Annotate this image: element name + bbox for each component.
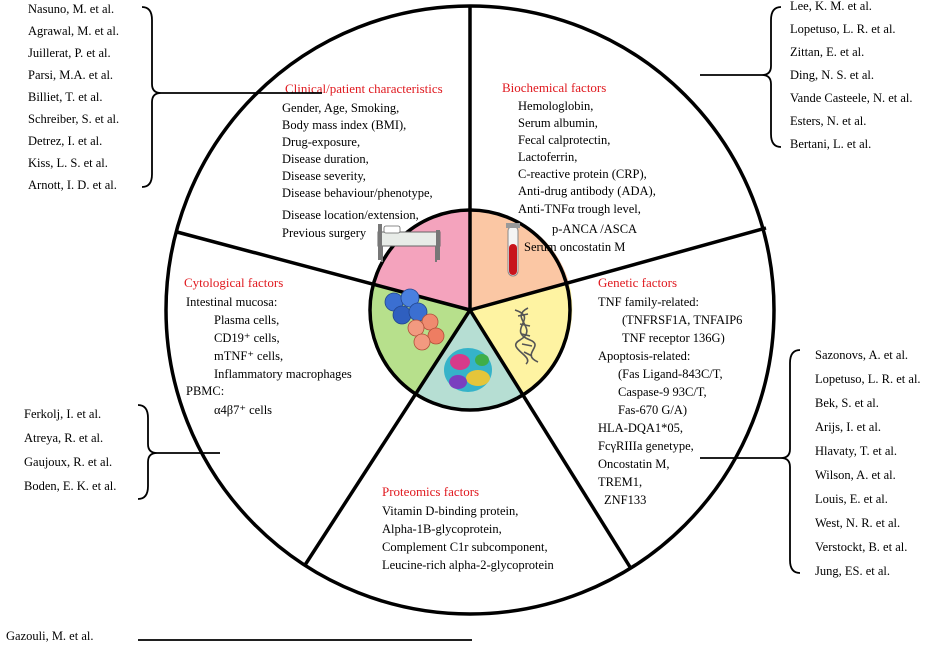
sector-item: C-reactive protein (CRP), (518, 167, 647, 181)
reference-entry: Juillerat, P. et al. (28, 46, 111, 60)
sector-title-clinical: Clinical/patient characteristics (285, 81, 443, 96)
refs-clinical: Nasuno, M. et al. Agrawal, M. et al. Jui… (28, 2, 119, 192)
ref-brackets (137, 6, 801, 641)
sector-item: α4β7⁺ cells (214, 403, 272, 417)
sector-item: PBMC: (186, 384, 224, 398)
sector-item: Inflammatory macrophages (214, 367, 352, 381)
sector-genetic: Genetic factors TNF family-related: (TNF… (598, 275, 742, 507)
reference-entry: Ferkolj, I. et al. (24, 407, 101, 421)
reference-entry: Verstockt, B. et al. (815, 540, 907, 554)
dna-helix-icon (514, 307, 539, 365)
reference-entry: Agrawal, M. et al. (28, 24, 119, 38)
sector-clinical: Clinical/patient characteristics Gender,… (282, 81, 443, 240)
sector-item: Hemologlobin, (518, 99, 593, 113)
sector-item: Caspase-9 93C/T, (618, 385, 707, 399)
sector-dividers (176, 6, 767, 568)
refs-biochemical: Lee, K. M. et al. Lopetuso, L. R. et al.… (790, 0, 913, 151)
sector-item: Serum oncostatin M (524, 240, 625, 254)
sector-title-genetic: Genetic factors (598, 275, 677, 290)
sector-item: (Fas Ligand-843C/T, (618, 367, 723, 381)
reference-entry: Lopetuso, L. R. et al. (790, 22, 896, 36)
sector-item: Disease behaviour/phenotype, (282, 186, 433, 200)
reference-entry: Vande Casteele, N. et al. (790, 91, 913, 105)
blood-tube-icon (506, 223, 520, 277)
reference-entry: Louis, E. et al. (815, 492, 888, 506)
sector-item: mTNF⁺ cells, (214, 349, 283, 363)
sector-item: CD19⁺ cells, (214, 331, 280, 345)
sector-item: Complement C1r subcomponent, (382, 540, 548, 554)
reference-entry: Gaujoux, R. et al. (24, 455, 112, 469)
sector-item: Plasma cells, (214, 313, 279, 327)
reference-entry: Nasuno, M. et al. (28, 2, 114, 16)
sector-item: Alpha-1B-glycoprotein, (382, 522, 502, 536)
sector-item: ZNF133 (604, 493, 646, 507)
refs-cytological: Ferkolj, I. et al. Atreya, R. et al. Gau… (24, 407, 116, 493)
reference-entry: Billiet, T. et al. (28, 90, 103, 104)
reference-entry: Boden, E. K. et al. (24, 479, 116, 493)
inner-sector-biochemical (470, 209, 569, 310)
sector-item: Anti-TNFα trough level, (518, 202, 641, 216)
sector-item: HLA-DQA1*05, (598, 421, 683, 435)
reference-entry: Esters, N. et al. (790, 114, 866, 128)
sector-item: Gender, Age, Smoking, (282, 101, 399, 115)
sector-item: Fecal calprotectin, (518, 133, 610, 147)
inner-ring (368, 208, 572, 412)
reference-entry: Arnott, I. D. et al. (28, 178, 117, 192)
reference-entry: Jung, ES. et al. (815, 564, 890, 578)
hospital-bed-icon (377, 224, 441, 262)
reference-entry: Atreya, R. et al. (24, 431, 103, 445)
sector-item: Intestinal mucosa: (186, 295, 277, 309)
reference-entry: Bek, S. et al. (815, 396, 879, 410)
sector-item: p-ANCA /ASCA (552, 222, 637, 236)
sector-item: FcγRIIIa genetype, (598, 439, 694, 453)
sector-item: TREM1, (598, 475, 642, 489)
sector-item: Disease severity, (282, 169, 366, 183)
sector-title-biochemical: Biochemical factors (502, 80, 606, 95)
protein-structure-icon (444, 348, 492, 392)
sector-item: Lactoferrin, (518, 150, 577, 164)
cell-cluster-icon (384, 288, 445, 351)
sector-item: Disease location/extension, (282, 208, 419, 222)
reference-entry: Arijs, I. et al. (815, 420, 881, 434)
sector-item: (TNFRSF1A, TNFAIP6 (622, 313, 742, 327)
reference-entry: Sazonovs, A. et al. (815, 348, 908, 362)
reference-entry-proteomics: Gazouli, M. et al. (6, 629, 93, 643)
sector-item: Vitamin D-binding protein, (382, 504, 518, 518)
sector-item: Apoptosis-related: (598, 349, 690, 363)
sector-item: Drug-exposure, (282, 135, 360, 149)
sector-proteomics: Proteomics factors Vitamin D-binding pro… (382, 484, 555, 572)
reference-entry: West, N. R. et al. (815, 516, 900, 530)
reference-entry: Parsi, M.A. et al. (28, 68, 113, 82)
sector-item: TNF family-related: (598, 295, 699, 309)
sector-item: Previous surgery (282, 226, 367, 240)
sector-item: Disease duration, (282, 152, 369, 166)
reference-entry: Ding, N. S. et al. (790, 68, 874, 82)
reference-entry: Schreiber, S. et al. (28, 112, 119, 126)
sector-item: Fas-670 G/A) (618, 403, 687, 417)
reference-entry: Zittan, E. et al. (790, 45, 864, 59)
reference-entry: Hlavaty, T. et al. (815, 444, 897, 458)
sector-item: Leucine-rich alpha-2-glycoprotein (382, 558, 555, 572)
reference-entry: Lee, K. M. et al. (790, 0, 872, 13)
reference-entry: Detrez, I. et al. (28, 134, 102, 148)
reference-entry: Bertani, L. et al. (790, 137, 871, 151)
sector-item: TNF receptor 136G) (622, 331, 725, 345)
sector-item: Anti-drug antibody (ADA), (518, 184, 656, 198)
reference-entry: Kiss, L. S. et al. (28, 156, 108, 170)
refs-genetic: Sazonovs, A. et al. Lopetuso, L. R. et a… (815, 348, 921, 578)
sector-item: Oncostatin M, (598, 457, 670, 471)
sector-item: Body mass index (BMI), (282, 118, 406, 132)
inner-sector-clinical (373, 209, 470, 310)
reference-entry: Lopetuso, L. R. et al. (815, 372, 921, 386)
sector-cytological: Cytological factors Intestinal mucosa: P… (184, 275, 352, 417)
sector-biochemical: Biochemical factors Hemologlobin, Serum … (502, 80, 656, 254)
sector-title-proteomics: Proteomics factors (382, 484, 479, 499)
reference-entry: Wilson, A. et al. (815, 468, 896, 482)
sector-item: Serum albumin, (518, 116, 598, 130)
sector-title-cytological: Cytological factors (184, 275, 283, 290)
